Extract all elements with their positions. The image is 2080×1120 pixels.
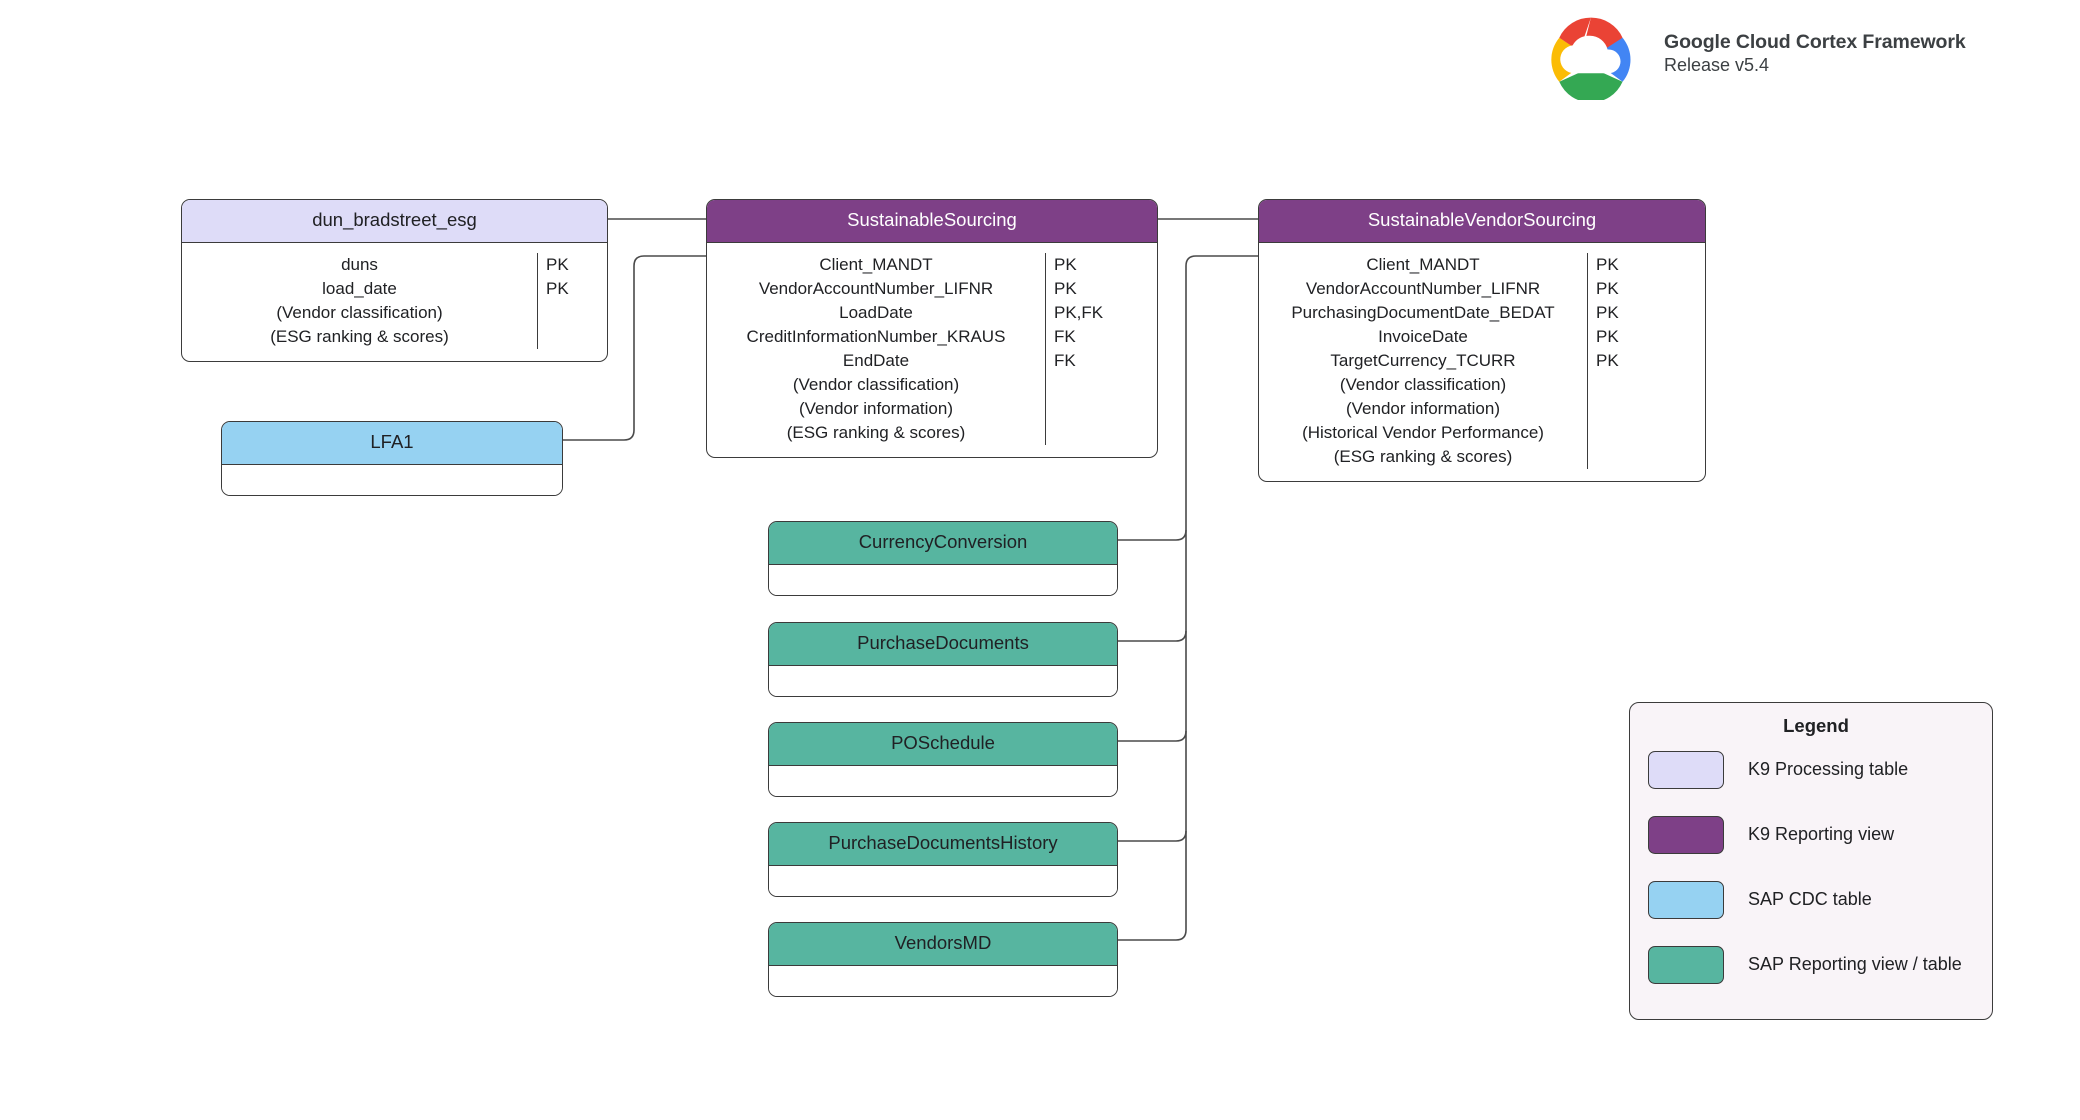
entity-sustainable-vendor-sourcing[interactable]: SustainableVendorSourcing Client_MANDT V… <box>1258 199 1706 482</box>
entity-empty-body <box>222 464 562 495</box>
attribute-name: EndDate <box>842 350 910 370</box>
brand-title: Google Cloud Cortex Framework <box>1664 31 1966 54</box>
attribute-name: (ESG ranking & scores) <box>1333 446 1513 466</box>
attribute-name: TargetCurrency_TCURR <box>1330 350 1516 370</box>
entity-purchase-documents-history[interactable]: PurchaseDocumentsHistory <box>768 822 1118 897</box>
key-spacer <box>1046 421 1157 445</box>
key-spacer <box>538 301 607 325</box>
attribute-name: Client_MANDT <box>819 254 933 274</box>
attribute-column: Client_MANDT VendorAccountNumber_LIFNR L… <box>707 253 1045 445</box>
wire-purchasedocuments <box>1118 630 1187 642</box>
entity-empty-body <box>769 665 1117 696</box>
entity-dun-bradstreet-esg[interactable]: dun_bradstreet_esg duns load_date (Vendo… <box>181 199 608 362</box>
attribute-name: VendorAccountNumber_LIFNR <box>758 278 994 298</box>
legend-swatch-k9-reporting-view <box>1648 815 1724 854</box>
attribute-name: (Vendor information) <box>798 398 954 418</box>
entity-title: PurchaseDocumentsHistory <box>769 823 1117 866</box>
key-spacer <box>538 325 607 349</box>
attribute-name: (Vendor classification) <box>1339 374 1507 394</box>
entity-title: SustainableVendorSourcing <box>1259 200 1705 243</box>
key-flag: PK <box>1596 350 1619 370</box>
key-flag: PK <box>546 254 569 274</box>
attribute-name: LoadDate <box>839 302 913 322</box>
wire-currencyconversion <box>1118 529 1187 541</box>
key-column: PK PK PK,FK FK FK <box>1045 252 1157 445</box>
attribute-name: CreditInformationNumber_KRAUS <box>746 326 1006 346</box>
key-flag: PK <box>546 278 569 298</box>
key-flag: FK <box>1054 350 1076 370</box>
entity-title: LFA1 <box>222 422 562 465</box>
entity-po-schedule[interactable]: POSchedule <box>768 722 1118 797</box>
attribute-name: (Historical Vendor Performance) <box>1302 422 1544 442</box>
attribute-name: (ESG ranking & scores) <box>786 422 966 442</box>
key-flag: PK <box>1596 326 1619 346</box>
legend-item-k9-reporting-view: K9 Reporting view <box>1630 802 1992 867</box>
legend-item-sap-reporting-view: SAP Reporting view / table <box>1630 932 1992 997</box>
attribute-name: (Vendor classification) <box>276 302 443 322</box>
legend-label: K9 Processing table <box>1748 759 1909 779</box>
attribute-name: (Vendor classification) <box>792 374 960 394</box>
brand-release: Release v5.4 <box>1664 55 1770 76</box>
key-column: PK PK PK PK PK <box>1587 252 1705 469</box>
attribute-name: (Vendor information) <box>1345 398 1501 418</box>
key-flag: FK <box>1054 326 1076 346</box>
attribute-name: PurchasingDocumentDate_BEDAT <box>1291 302 1555 322</box>
entity-empty-body <box>769 865 1117 896</box>
entity-title: POSchedule <box>769 723 1117 766</box>
legend-label: SAP CDC table <box>1748 889 1872 909</box>
legend-item-k9-processing-table: K9 Processing table <box>1630 737 1992 802</box>
wire-poschedule <box>1118 730 1187 742</box>
key-spacer <box>1588 397 1705 421</box>
legend-swatch-sap-cdc-table <box>1648 880 1724 919</box>
legend-panel: Legend K9 Processing table K9 Reporting … <box>1629 702 1993 1020</box>
key-spacer <box>1588 445 1705 469</box>
wire-purchasedocumentshistory <box>1118 830 1187 842</box>
attribute-name: InvoiceDate <box>1378 326 1468 346</box>
legend-label: K9 Reporting view <box>1748 824 1895 844</box>
entity-purchase-documents[interactable]: PurchaseDocuments <box>768 622 1118 697</box>
entity-title: CurrencyConversion <box>769 522 1117 565</box>
entity-empty-body <box>769 965 1117 996</box>
attribute-name: (ESG ranking & scores) <box>270 326 449 346</box>
entity-sustainable-sourcing[interactable]: SustainableSourcing Client_MANDT VendorA… <box>706 199 1158 458</box>
legend-title: Legend <box>1783 715 1849 736</box>
brand-header: Google Cloud Cortex Framework Release v5… <box>1530 8 1966 100</box>
attribute-column: duns load_date (Vendor classification) (… <box>182 253 537 349</box>
key-flag: PK <box>1054 254 1077 274</box>
attribute-name: duns <box>341 254 378 274</box>
key-spacer <box>1588 373 1705 397</box>
key-spacer <box>1588 421 1705 445</box>
google-cloud-logo-icon <box>1551 17 1631 100</box>
entity-currency-conversion[interactable]: CurrencyConversion <box>768 521 1118 596</box>
legend-label: SAP Reporting view / table <box>1748 954 1962 974</box>
entity-empty-body <box>769 564 1117 595</box>
attribute-name: VendorAccountNumber_LIFNR <box>1305 278 1541 298</box>
key-flag: PK <box>1596 278 1619 298</box>
entity-title: VendorsMD <box>769 923 1117 966</box>
attribute-name: load_date <box>322 278 397 298</box>
key-column: PK PK <box>537 252 607 349</box>
key-flag: PK <box>1054 278 1077 298</box>
entity-title: SustainableSourcing <box>707 200 1157 243</box>
key-flag: PK <box>1596 254 1619 274</box>
entity-vendors-md[interactable]: VendorsMD <box>768 922 1118 997</box>
attribute-column: Client_MANDT VendorAccountNumber_LIFNR P… <box>1259 253 1587 469</box>
legend-swatch-sap-reporting-view <box>1648 945 1724 984</box>
entity-empty-body <box>769 765 1117 796</box>
legend-swatch-k9-processing-table <box>1648 750 1724 789</box>
entity-title: PurchaseDocuments <box>769 623 1117 666</box>
key-spacer <box>1046 373 1157 397</box>
entity-lfa1[interactable]: LFA1 <box>221 421 563 496</box>
key-spacer <box>1046 397 1157 421</box>
legend-item-sap-cdc-table: SAP CDC table <box>1630 867 1992 932</box>
key-flag: PK,FK <box>1054 302 1104 322</box>
key-flag: PK <box>1596 302 1619 322</box>
entity-title: dun_bradstreet_esg <box>182 200 607 243</box>
attribute-name: Client_MANDT <box>1366 254 1480 274</box>
